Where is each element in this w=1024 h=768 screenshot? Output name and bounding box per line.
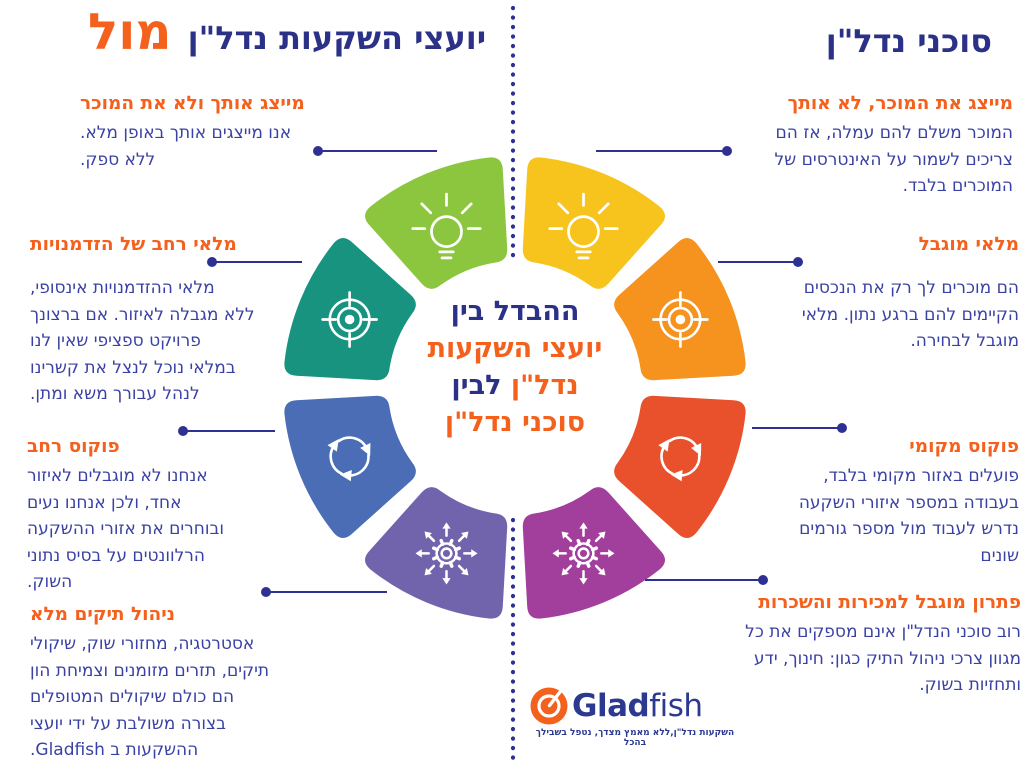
advisor-point-1: מייצג אותך ולא את המוכר אנו מייצגים אותך… bbox=[80, 92, 360, 173]
advisor-point-4: ניהול תיקים מלא אסטרטגיה, מחזורי שוק, שי… bbox=[30, 603, 335, 764]
lightbulb-icon bbox=[548, 192, 619, 260]
gladfish-tagline: השקעות נדל"ן,ללא מאמץ מצדך, נטפל בשבילך … bbox=[535, 728, 735, 748]
advisor-point-2-body: מלאי ההזדמנויות אינסופי, ללא מגבלה לאיזו… bbox=[30, 278, 255, 404]
lightbulb-icon bbox=[411, 192, 482, 260]
donut-segment-left-lower bbox=[284, 395, 416, 539]
center-line-4: סוכני נדל"ן bbox=[444, 407, 586, 438]
gladfish-brand: Gladfish bbox=[572, 687, 703, 724]
connector-line bbox=[318, 150, 437, 153]
connector-dot bbox=[261, 587, 271, 597]
agent-point-3-body: פועלים באזור מקומי בלבד, בעבודה במספר אי… bbox=[798, 466, 1019, 566]
agent-point-4: פתרון מוגבל למכירות והשכרות רוב סוכני הנ… bbox=[681, 591, 1021, 699]
gladfish-logo: Gladfish השקעות נדל"ן,ללא מאמץ מצדך, נטפ… bbox=[529, 686, 741, 748]
center-line-1: ההבדל בין bbox=[450, 296, 580, 327]
donut-segment-top-right bbox=[522, 157, 666, 289]
agent-point-1: מייצג את המוכר, לא אותך המוכר משלם להם ע… bbox=[723, 92, 1013, 200]
advisor-point-4-body: אסטרטגיה, מחזורי שוק, שיקולי תיקים, תזרי… bbox=[30, 634, 270, 760]
agent-point-4-heading: פתרון מוגבל למכירות והשכרות bbox=[758, 592, 1021, 613]
agent-point-2-heading: מלאי מוגבל bbox=[918, 234, 1019, 255]
advisor-point-2-heading: מלאי רחב של הזדמנויות bbox=[30, 234, 237, 255]
connector-dot bbox=[722, 146, 732, 156]
donut-segment-top-left bbox=[364, 157, 508, 289]
connector-line bbox=[718, 261, 798, 264]
center-line-2: יועצי השקעות bbox=[427, 333, 603, 364]
agent-point-4-body: רוב סוכני הנדל"ן אינם מספקים את כל מגוון… bbox=[745, 622, 1021, 695]
agent-point-3: פוקוס מקומי פועלים באזור מקומי בלבד, בעב… bbox=[719, 435, 1019, 569]
advisor-point-3-heading: פוקוס רחב bbox=[27, 436, 120, 457]
gear-arrows-icon bbox=[415, 522, 478, 585]
connector-dot bbox=[758, 575, 768, 585]
connector-line bbox=[752, 427, 842, 430]
agent-point-2-body: הם מוכרים לך רק את הנכסים הקיימים להם בר… bbox=[801, 278, 1019, 351]
connector-line bbox=[645, 579, 763, 582]
advisor-point-2: מלאי רחב של הזדמנויות מלאי ההזדמנויות אי… bbox=[30, 233, 320, 408]
connector-dot bbox=[837, 423, 847, 433]
connector-dot bbox=[178, 426, 188, 436]
center-line-3: נדל"ן לבין bbox=[451, 370, 579, 401]
advisor-point-4-heading: ניהול תיקים מלא bbox=[30, 604, 176, 625]
connector-line bbox=[596, 150, 727, 153]
cycle-icon bbox=[658, 436, 702, 482]
agent-point-1-body: המוכר משלם להם עמלה, אז הם צריכים לשמור … bbox=[774, 123, 1013, 196]
agent-point-1-heading: מייצג את המוכר, לא אותך bbox=[787, 93, 1013, 114]
right-title: סוכני נדל"ן bbox=[825, 22, 992, 60]
connector-line bbox=[266, 591, 387, 594]
donut-segment-right-lower bbox=[614, 395, 746, 539]
agent-point-2: מלאי מוגבל הם מוכרים לך רק את הנכסים הקי… bbox=[719, 233, 1019, 355]
advisor-point-1-heading: מייצג אותך ולא את המוכר bbox=[80, 93, 305, 114]
vs-label: מול bbox=[88, 3, 172, 61]
gladfish-logo-row: Gladfish bbox=[529, 686, 741, 726]
connector-line bbox=[212, 261, 302, 264]
left-title-group: מול יועצי השקעות נדל"ן bbox=[88, 3, 487, 62]
advisor-point-1-body: אנו מייצגים אותך באופן מלא. ללא ספק. bbox=[80, 123, 292, 170]
connector-line bbox=[183, 430, 275, 433]
connector-dot bbox=[313, 146, 323, 156]
agent-point-3-heading: פוקוס מקומי bbox=[909, 436, 1019, 457]
left-title: יועצי השקעות נדל"ן bbox=[187, 19, 487, 57]
advisor-point-3-body: אנחנו לא מוגבלים לאיזור אחד, ולכן אנחנו … bbox=[27, 466, 224, 592]
center-title: ההבדל בין יועצי השקעות נדל"ן לבין סוכני … bbox=[403, 293, 627, 441]
cycle-icon bbox=[327, 436, 371, 482]
target-icon bbox=[321, 291, 378, 348]
target-icon bbox=[652, 291, 709, 348]
gladfish-logo-icon bbox=[530, 687, 568, 725]
gear-arrows-icon bbox=[552, 522, 615, 585]
connector-dot bbox=[207, 257, 217, 267]
advisor-point-3: פוקוס רחב אנחנו לא מוגבלים לאיזור אחד, ו… bbox=[27, 435, 307, 596]
connector-dot bbox=[793, 257, 803, 267]
